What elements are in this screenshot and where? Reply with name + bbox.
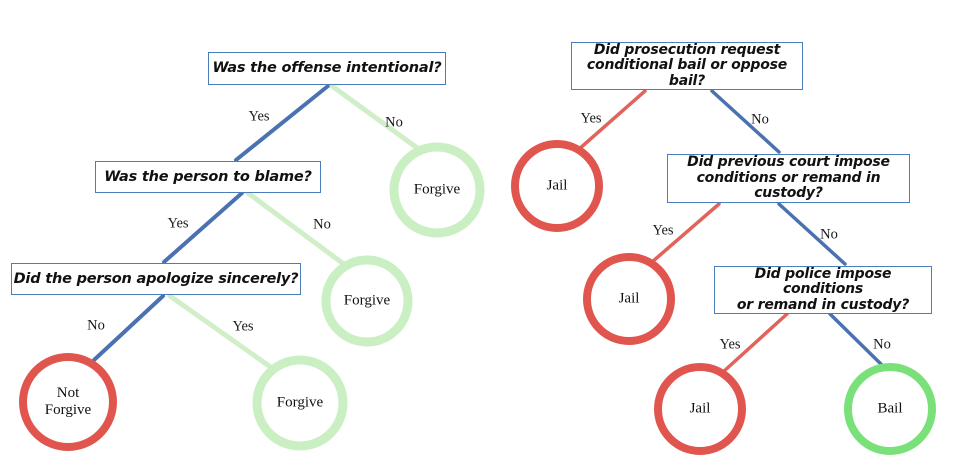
edge-d2-to-l2 (245, 190, 348, 268)
edge-label-no-r1: No (751, 111, 769, 128)
decision-text-line-1: Did police impose conditions (754, 265, 892, 298)
leaf-node-jail[interactable] (583, 253, 675, 345)
leaf-circles-layer (19, 140, 936, 455)
edges-layer (92, 83, 887, 374)
decision-node-d2[interactable]: Was the person to blame? (95, 161, 321, 193)
leaf-node-forgive[interactable] (252, 355, 348, 451)
decision-node-d1[interactable]: Was the offense intentional? (208, 52, 446, 85)
edge-label-yes-r2: Yes (652, 222, 674, 239)
edge-r2-to-r3 (777, 202, 847, 266)
edge-label-yes-d2: Yes (167, 215, 189, 232)
edge-label-no-r2: No (820, 226, 838, 243)
edge-label-no-d1: No (385, 114, 403, 131)
leaf-node-not-forgive[interactable] (19, 353, 117, 451)
edge-label-yes-d1: Yes (248, 108, 270, 125)
decision-text-line-1: Did prosecution request (593, 41, 781, 58)
edge-label-no-d3: No (87, 317, 105, 334)
leaf-node-forgive[interactable] (389, 142, 485, 238)
edge-r1-to-r2 (710, 89, 781, 154)
edge-r3-to-rl4 (828, 312, 887, 370)
decision-text-line-2: or remand in custody? (736, 296, 910, 313)
leaf-node-bail[interactable] (844, 363, 936, 455)
edge-label-no-d2: No (313, 216, 331, 233)
edge-d2-to-d3 (162, 191, 244, 264)
decision-text-line-2: conditional bail or oppose bail? (586, 57, 788, 89)
leaf-node-forgive[interactable] (321, 255, 413, 347)
decision-node-text: Was the offense intentional? (212, 60, 442, 77)
edge-d3-to-l4 (92, 294, 165, 362)
edge-d1-to-l1 (329, 83, 423, 153)
edge-r2-to-rl2 (650, 202, 721, 264)
edge-label-no-r3: No (873, 336, 891, 353)
decision-node-text: Did the person apologize sincerely? (13, 270, 299, 287)
edge-d3-to-l3 (167, 293, 275, 371)
decision-node-text: Was the person to blame? (104, 168, 312, 185)
edge-label-yes-d3: Yes (232, 318, 254, 335)
edge-r3-to-rl3 (721, 312, 789, 374)
decision-text-line-1: Did previous court impose (687, 154, 890, 170)
edge-label-yes-r1: Yes (580, 110, 602, 127)
leaf-node-jail[interactable] (511, 140, 603, 232)
leaf-node-jail[interactable] (654, 363, 746, 455)
edge-r1-to-rl1 (576, 89, 647, 152)
decision-text-line-2: conditions or remand in custody? (696, 169, 881, 202)
edge-label-yes-r3: Yes (719, 336, 741, 353)
decision-node-d3[interactable]: Did the person apologize sincerely? (11, 263, 301, 295)
edge-d1-to-d2 (234, 84, 330, 162)
